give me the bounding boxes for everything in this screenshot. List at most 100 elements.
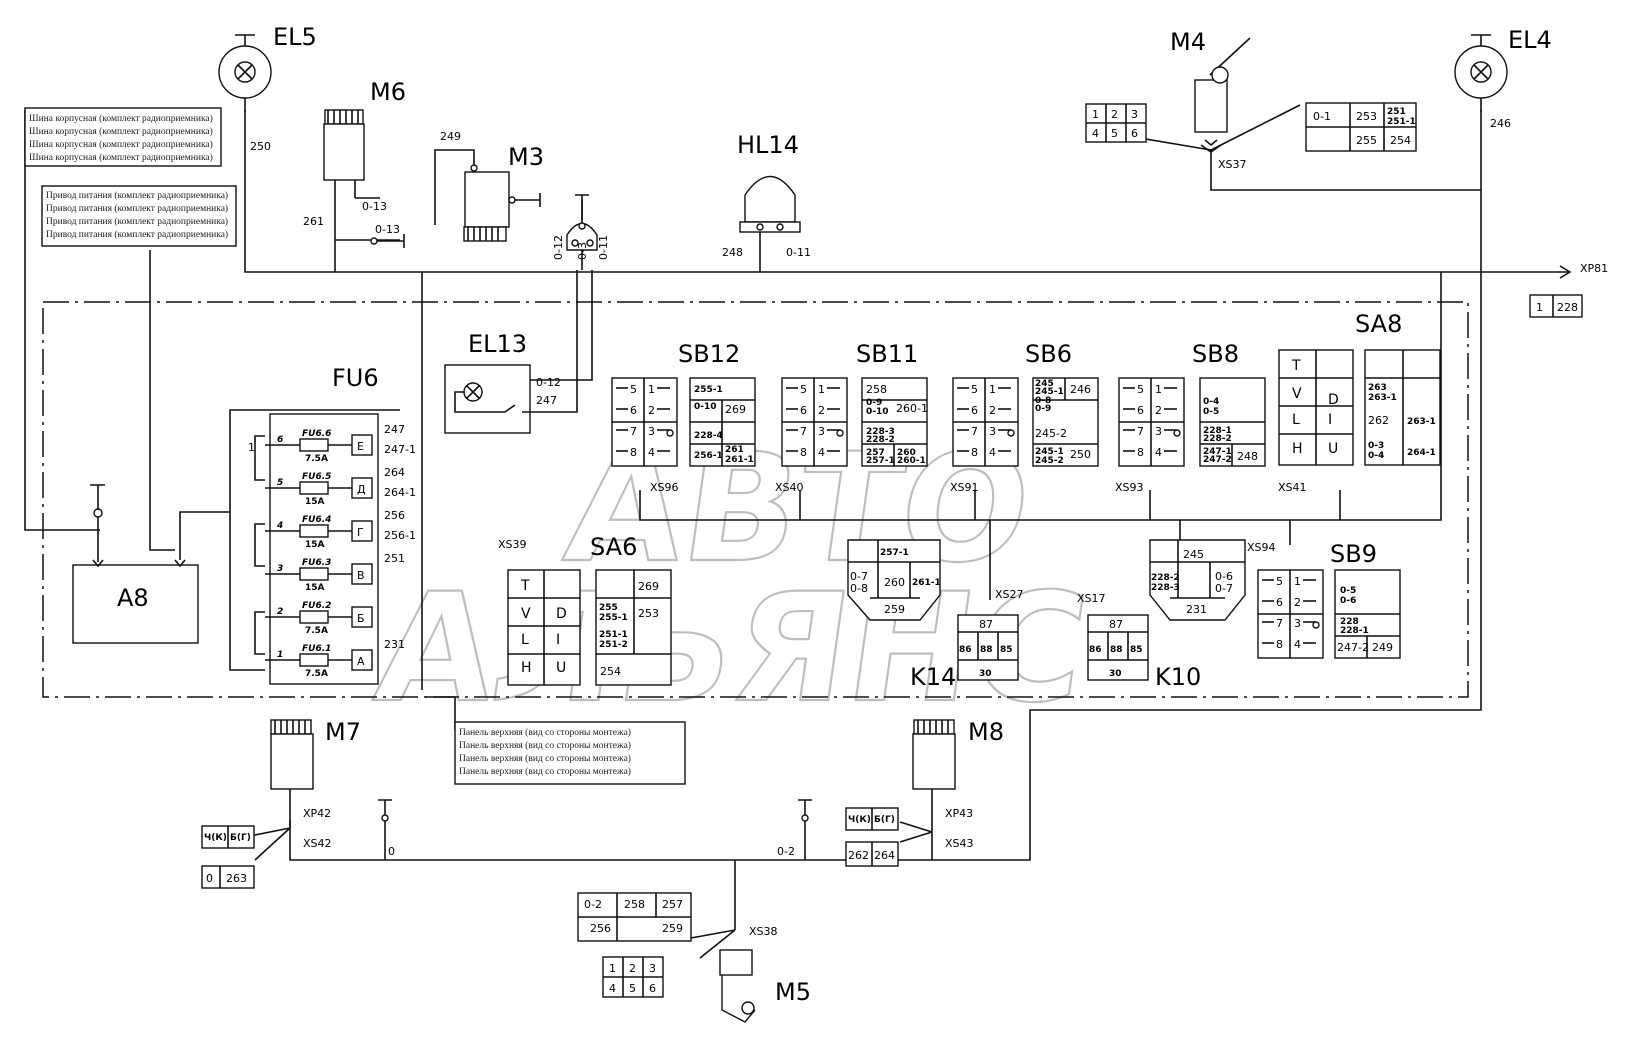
svg-text:228-3: 228-3 xyxy=(1151,583,1180,593)
svg-text:Привод питания (комплект радио: Привод питания (комплект радиоприемника) xyxy=(46,229,228,240)
svg-text:0-2: 0-2 xyxy=(584,898,602,911)
svg-text:U: U xyxy=(556,660,566,676)
svg-text:245-2: 245-2 xyxy=(1035,427,1067,440)
svg-text:0-3: 0-3 xyxy=(1368,441,1384,451)
svg-text:0: 0 xyxy=(206,872,213,885)
fuse-letter: Б xyxy=(357,612,365,625)
note-bus: Шина корпусная (комплект радиоприемника)… xyxy=(24,107,222,167)
svg-text:H: H xyxy=(1292,441,1303,457)
svg-text:251-1: 251-1 xyxy=(599,630,628,640)
fuse-rating: 7.5A xyxy=(305,454,328,464)
svg-text:249: 249 xyxy=(1372,641,1393,654)
switch-pin: 4 xyxy=(1155,446,1162,459)
label-SB11: SB11 xyxy=(856,340,918,368)
svg-text:0-5: 0-5 xyxy=(1203,407,1219,417)
svg-text:260: 260 xyxy=(897,448,916,458)
svg-text:228-4: 228-4 xyxy=(694,431,723,441)
svg-text:251-2: 251-2 xyxy=(599,640,628,650)
conn-XS91: XS91 xyxy=(950,481,979,494)
fuse-pin: 1 xyxy=(277,650,283,660)
svg-text:88: 88 xyxy=(1110,645,1123,655)
svg-text:1: 1 xyxy=(609,962,616,975)
fuse-name: FU6.3 xyxy=(302,558,331,568)
svg-text:247-2: 247-2 xyxy=(1203,455,1232,465)
svg-text:87: 87 xyxy=(1109,618,1123,631)
fuse-letter: Д xyxy=(357,483,366,496)
wire-250: 250 xyxy=(250,140,271,153)
label-K10: K10 xyxy=(1155,663,1201,691)
svg-text:Панель верхняя (вид со стороны: Панель верхняя (вид со стороны монтежа) xyxy=(459,727,631,738)
lamp-EL13: EL13 0-12 247 xyxy=(444,330,561,434)
switch-pin: 4 xyxy=(648,446,655,459)
svg-text:6: 6 xyxy=(649,982,656,995)
svg-text:263: 263 xyxy=(226,872,247,885)
svg-text:Привод питания (комплект радио: Привод питания (комплект радиоприемника) xyxy=(46,190,228,201)
svg-text:262: 262 xyxy=(1368,414,1389,427)
label-SA8: SA8 xyxy=(1355,310,1402,338)
svg-text:Б(Г): Б(Г) xyxy=(874,815,895,825)
svg-text:0-6: 0-6 xyxy=(1340,596,1356,606)
fuse-letter: В xyxy=(357,569,365,582)
svg-text:3: 3 xyxy=(649,962,656,975)
relay-K14: 257-1 0-7 0-8 260 261-1 259 K14 XS27 87 … xyxy=(847,539,1024,691)
switch-SB8: SB8 0-4 0-5 228-1 228-2 247-1 247-2 248 … xyxy=(1115,340,1266,494)
label-M3: M3 xyxy=(508,143,544,171)
svg-text:Привод питания (комплект радио: Привод питания (комплект радиоприемника) xyxy=(46,216,228,227)
switch-SA6: SA6 XS39 T V D L I H U 269 255 255-1 253… xyxy=(498,533,672,686)
switch-pin: 7 xyxy=(800,425,807,438)
svg-text:1: 1 xyxy=(1092,108,1099,121)
svg-text:L: L xyxy=(1292,412,1300,428)
conn-XP43: XP43 xyxy=(945,807,973,820)
switch-pin: 7 xyxy=(630,425,637,438)
switch-pin: 2 xyxy=(989,404,996,417)
svg-text:258: 258 xyxy=(866,383,887,396)
switch-pin: 1 xyxy=(648,383,655,396)
switch-pin: 7 xyxy=(1137,425,1144,438)
label-FU6: FU6 xyxy=(332,364,379,392)
fuse-name: FU6.1 xyxy=(302,644,331,654)
conn-XS93: XS93 xyxy=(1115,481,1144,494)
svg-text:2: 2 xyxy=(1111,108,1118,121)
svg-text:Ч(К): Ч(К) xyxy=(848,815,871,825)
switch-pin: 3 xyxy=(818,425,825,438)
svg-text:87: 87 xyxy=(979,618,993,631)
svg-text:Шина корпусная (комплект радио: Шина корпусная (комплект радиоприемника) xyxy=(29,152,213,163)
wire-0-12b: 0-12 xyxy=(536,376,561,389)
svg-text:5: 5 xyxy=(629,982,636,995)
svg-text:Б(Г): Б(Г) xyxy=(230,833,251,843)
svg-text:3: 3 xyxy=(1131,108,1138,121)
switch-pin: 5 xyxy=(971,383,978,396)
svg-text:256: 256 xyxy=(590,922,611,935)
label-SB6: SB6 xyxy=(1025,340,1072,368)
svg-text:255-1: 255-1 xyxy=(599,613,628,623)
conn-XS27: XS27 xyxy=(995,588,1024,601)
fuse-pin: 3 xyxy=(277,564,283,574)
fuse-name: FU6.2 xyxy=(302,601,331,611)
fuse-out-wire: 247-1 xyxy=(384,443,416,456)
switch-pin: 4 xyxy=(989,446,996,459)
wire-247: 247 xyxy=(536,394,557,407)
svg-text:245: 245 xyxy=(1183,548,1204,561)
svg-text:260-1: 260-1 xyxy=(896,402,928,415)
svg-text:0-8: 0-8 xyxy=(850,582,868,595)
fuse-out-wire: 256-1 xyxy=(384,529,416,542)
svg-text:257-1: 257-1 xyxy=(880,548,909,558)
switch-pin: 3 xyxy=(1294,617,1301,630)
svg-text:251: 251 xyxy=(1387,107,1406,117)
fuse-out-wire: 251 xyxy=(384,552,405,565)
svg-text:228: 228 xyxy=(1557,301,1578,314)
svg-text:255: 255 xyxy=(599,603,618,613)
svg-text:Шина корпусная (комплект радио: Шина корпусная (комплект радиоприемника) xyxy=(29,139,213,150)
label-M8: M8 xyxy=(968,718,1004,746)
switch-pin: 5 xyxy=(1276,575,1283,588)
switch-pin: 4 xyxy=(1294,638,1301,651)
svg-text:1: 1 xyxy=(248,441,255,454)
relay-K10: 245 228-2 228-3 0-6 0-7 231 K10 XS17 XS9… xyxy=(1077,539,1276,691)
label-K14: K14 xyxy=(910,663,956,691)
wire-249: 249 xyxy=(440,130,461,143)
